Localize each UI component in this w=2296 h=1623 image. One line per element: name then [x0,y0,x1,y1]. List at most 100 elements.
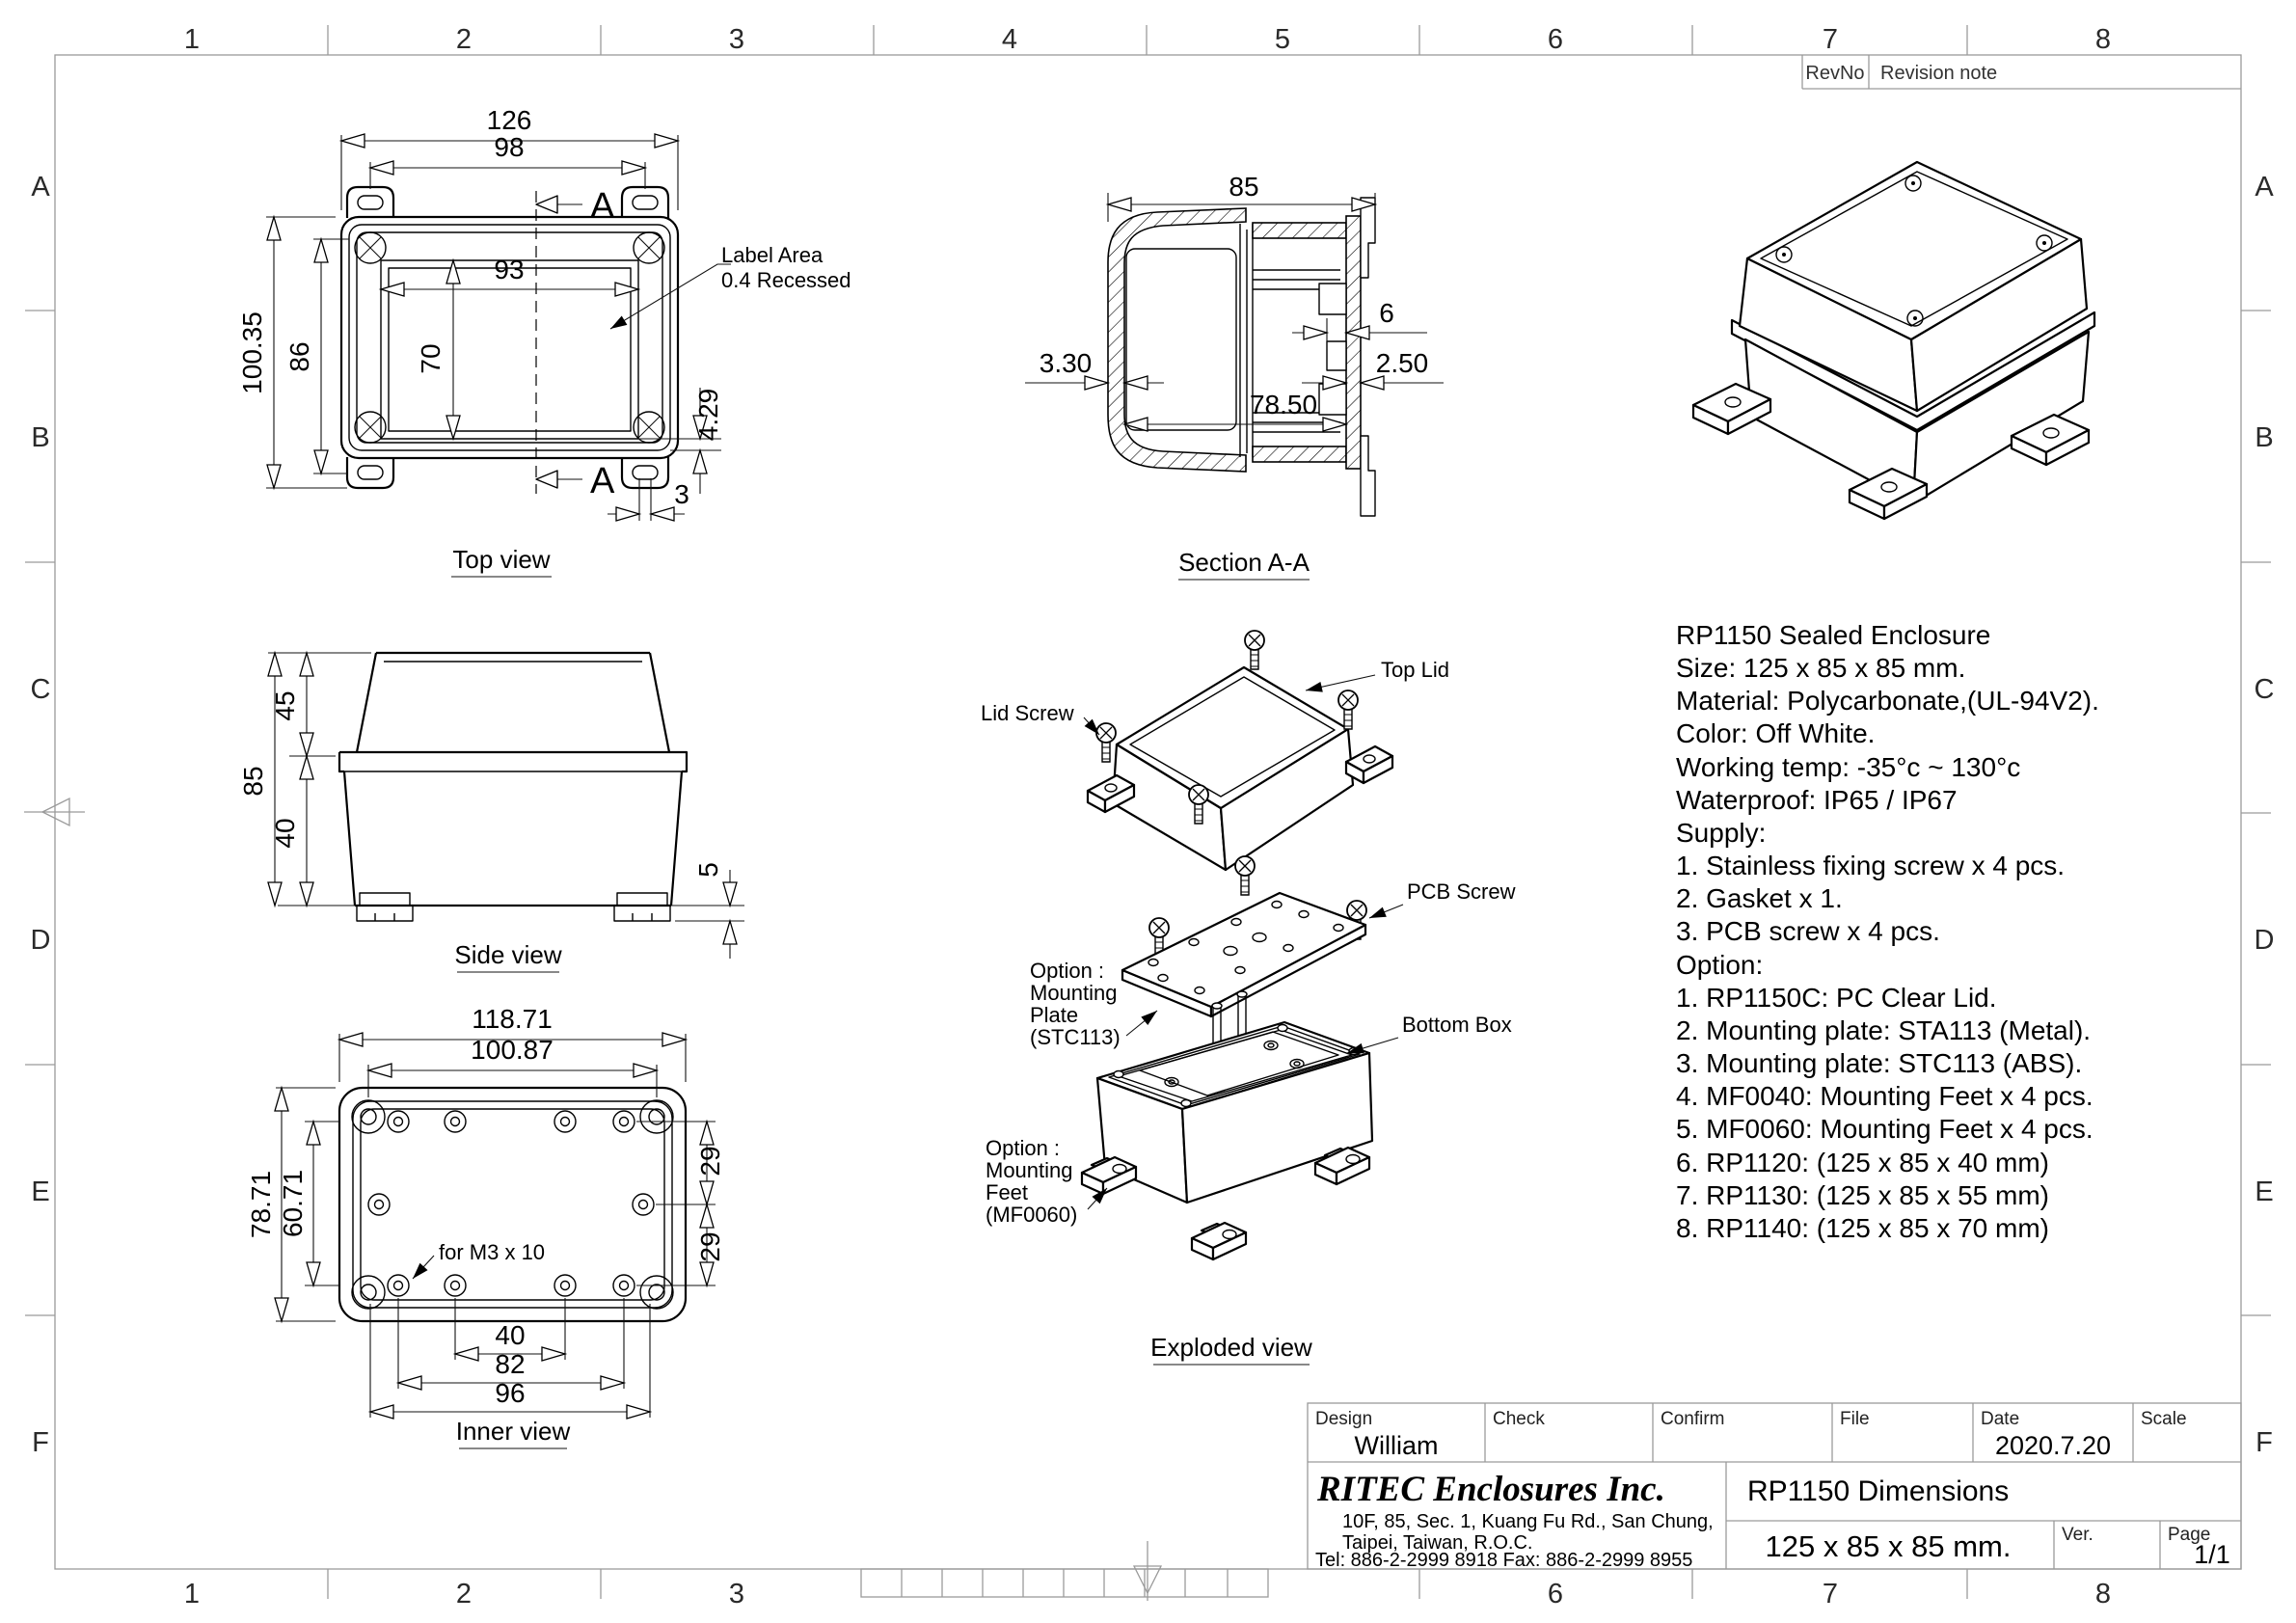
company-address-line2: Taipei, Taiwan, R.O.C. [1342,1532,1533,1554]
zone-labels-right: A B C D E F [2255,172,2275,1458]
screw-icon [633,231,665,264]
zone-bottom-8: 8 [2095,1579,2111,1609]
spec-line: 2. Gasket x 1. [1676,883,1843,913]
section-letter-top: A [590,186,615,227]
feet-option-line2: Mounting [986,1158,1073,1182]
top-view-outline [339,185,680,490]
dim-86: 86 [284,341,314,371]
spec-block: RP1150 Sealed Enclosure Size: 125 x 85 x… [1676,620,2099,1243]
spec-line: Color: Off White. [1676,718,1875,748]
inner-corner-bosses [351,1099,674,1310]
exploded-view: Lid Screw Top Lid PCB Screw Bottom Box O… [981,630,1516,1366]
zone-left-A: A [31,172,50,203]
date-value: 2020.7.20 [1995,1431,2111,1460]
ver-label: Ver. [2062,1525,2093,1545]
zone-left-D: D [31,925,51,956]
zone-labels-left: A B C D E F [31,172,51,1458]
zone-right-C: C [2255,674,2275,705]
screw-icon [354,411,387,444]
dim-29-top: 29 [695,1146,725,1176]
bottom-box-label: Bottom Box [1402,1013,1512,1037]
dim-100-87: 100.87 [471,1035,554,1065]
spec-line: 1. RP1150C: PC Clear Lid. [1676,983,1997,1013]
date-label: Date [1981,1409,2019,1429]
spec-line: 6. RP1120: (125 x 85 x 40 mm) [1676,1148,2049,1177]
revision-note-header: Revision note [1880,63,1997,84]
inner-view: 118.71 100.87 78.71 60.71 29 29 40 82 96… [246,1004,725,1449]
side-foot-left [356,892,414,922]
lid-screw-label: Lid Screw [981,701,1074,725]
zone-bottom-6: 6 [1548,1579,1563,1609]
comparison-scale-strip [860,1568,1269,1598]
side-view-dimension-lines [267,650,744,959]
sheet-frame: 1 2 3 4 5 6 7 8 1 2 3 6 7 8 A B C D E F … [24,24,2274,1609]
plate-option-line1: Option : [1030,959,1104,983]
zone-top-8: 8 [2095,24,2111,55]
top-view-corner-screws [354,231,665,444]
plate-option-line2: Mounting [1030,981,1118,1005]
dim-6: 6 [1379,298,1394,328]
zone-left-E: E [31,1177,49,1207]
dim-96: 96 [495,1378,525,1408]
label-area-note-line1: Label Area [721,243,824,267]
section-view-dimension-lines [1025,193,1444,432]
drawing-title: RP1150 Dimensions [1747,1475,2009,1507]
spec-line: 8. RP1140: (125 x 85 x 70 mm) [1676,1213,2049,1243]
dim-2-50: 2.50 [1376,348,1429,378]
dim-85-depth: 85 [1229,172,1258,202]
spec-line: 1. Stainless fixing screw x 4 pcs. [1676,851,2065,880]
zone-bottom-2: 2 [456,1579,472,1609]
side-view: 85 45 40 5 Side view [238,650,744,973]
page-label: Page [2168,1525,2210,1545]
zone-right-A: A [2255,172,2274,203]
spec-line: 4. MF0040: Mounting Feet x 4 pcs. [1676,1081,2093,1111]
zone-left-B: B [31,422,49,453]
section-cut-line [535,191,582,494]
iso-view [1691,160,2096,521]
centering-mark-bottom [1132,1541,1163,1601]
file-label: File [1840,1409,1870,1429]
screw-icon [354,231,387,264]
feet-option-line3: Feet [986,1180,1028,1204]
dim-60-71: 60.71 [278,1170,308,1237]
design-value: William [1355,1431,1439,1460]
dim-93: 93 [494,255,524,284]
zone-bottom-7: 7 [1823,1579,1838,1609]
top-view-dimension-lines [266,133,731,522]
dim-3: 3 [674,479,689,509]
screw-icon [633,411,665,444]
dim-3-30: 3.30 [1040,348,1093,378]
iso-flange-front [1848,467,1929,521]
dim-100-35: 100.35 [237,311,267,394]
zone-top-6: 6 [1548,24,1563,55]
mounting-plate-label: Option : Mounting Plate (STC113) [1030,959,1121,1049]
side-foot-right [613,892,671,922]
spec-line: Waterproof: IP65 / IP67 [1676,785,1958,815]
plate-option-line4: (STC113) [1030,1025,1121,1049]
plate-option-line3: Plate [1030,1003,1078,1027]
section-letter-bottom: A [590,461,615,501]
zone-top-5: 5 [1275,24,1290,55]
section-view: 85 6 3.30 2.50 78.50 Section A-A [1025,172,1444,581]
dim-29-bottom: 29 [695,1231,725,1261]
inner-view-drawing [338,1086,688,1323]
scale-label: Scale [2141,1409,2187,1429]
spec-line: Working temp: -35°c ~ 130°c [1676,752,2020,782]
spec-line: 3. Mounting plate: STC113 (ABS). [1676,1048,2082,1078]
spec-line: 7. RP1130: (125 x 85 x 55 mm) [1676,1180,2049,1210]
side-view-caption: Side view [454,940,561,969]
design-label: Design [1315,1409,1372,1429]
exploded-mounting-feet [1080,1146,1371,1261]
spec-line: Option: [1676,950,1763,980]
dim-85-height: 85 [238,766,268,796]
iso-flange-left [1691,382,1772,436]
zone-ticks [25,25,2271,1599]
check-label: Check [1493,1409,1545,1429]
feet-option-line1: Option : [986,1136,1060,1160]
top-view: A A 126 98 93 70 100.35 86 4.29 3 Label … [237,105,851,578]
spec-line: Material: Polycarbonate,(UL-94V2). [1676,686,2099,716]
exploded-view-caption: Exploded view [1150,1333,1312,1362]
mounting-feet-label: Option : Mounting Feet (MF0060) [986,1136,1077,1227]
